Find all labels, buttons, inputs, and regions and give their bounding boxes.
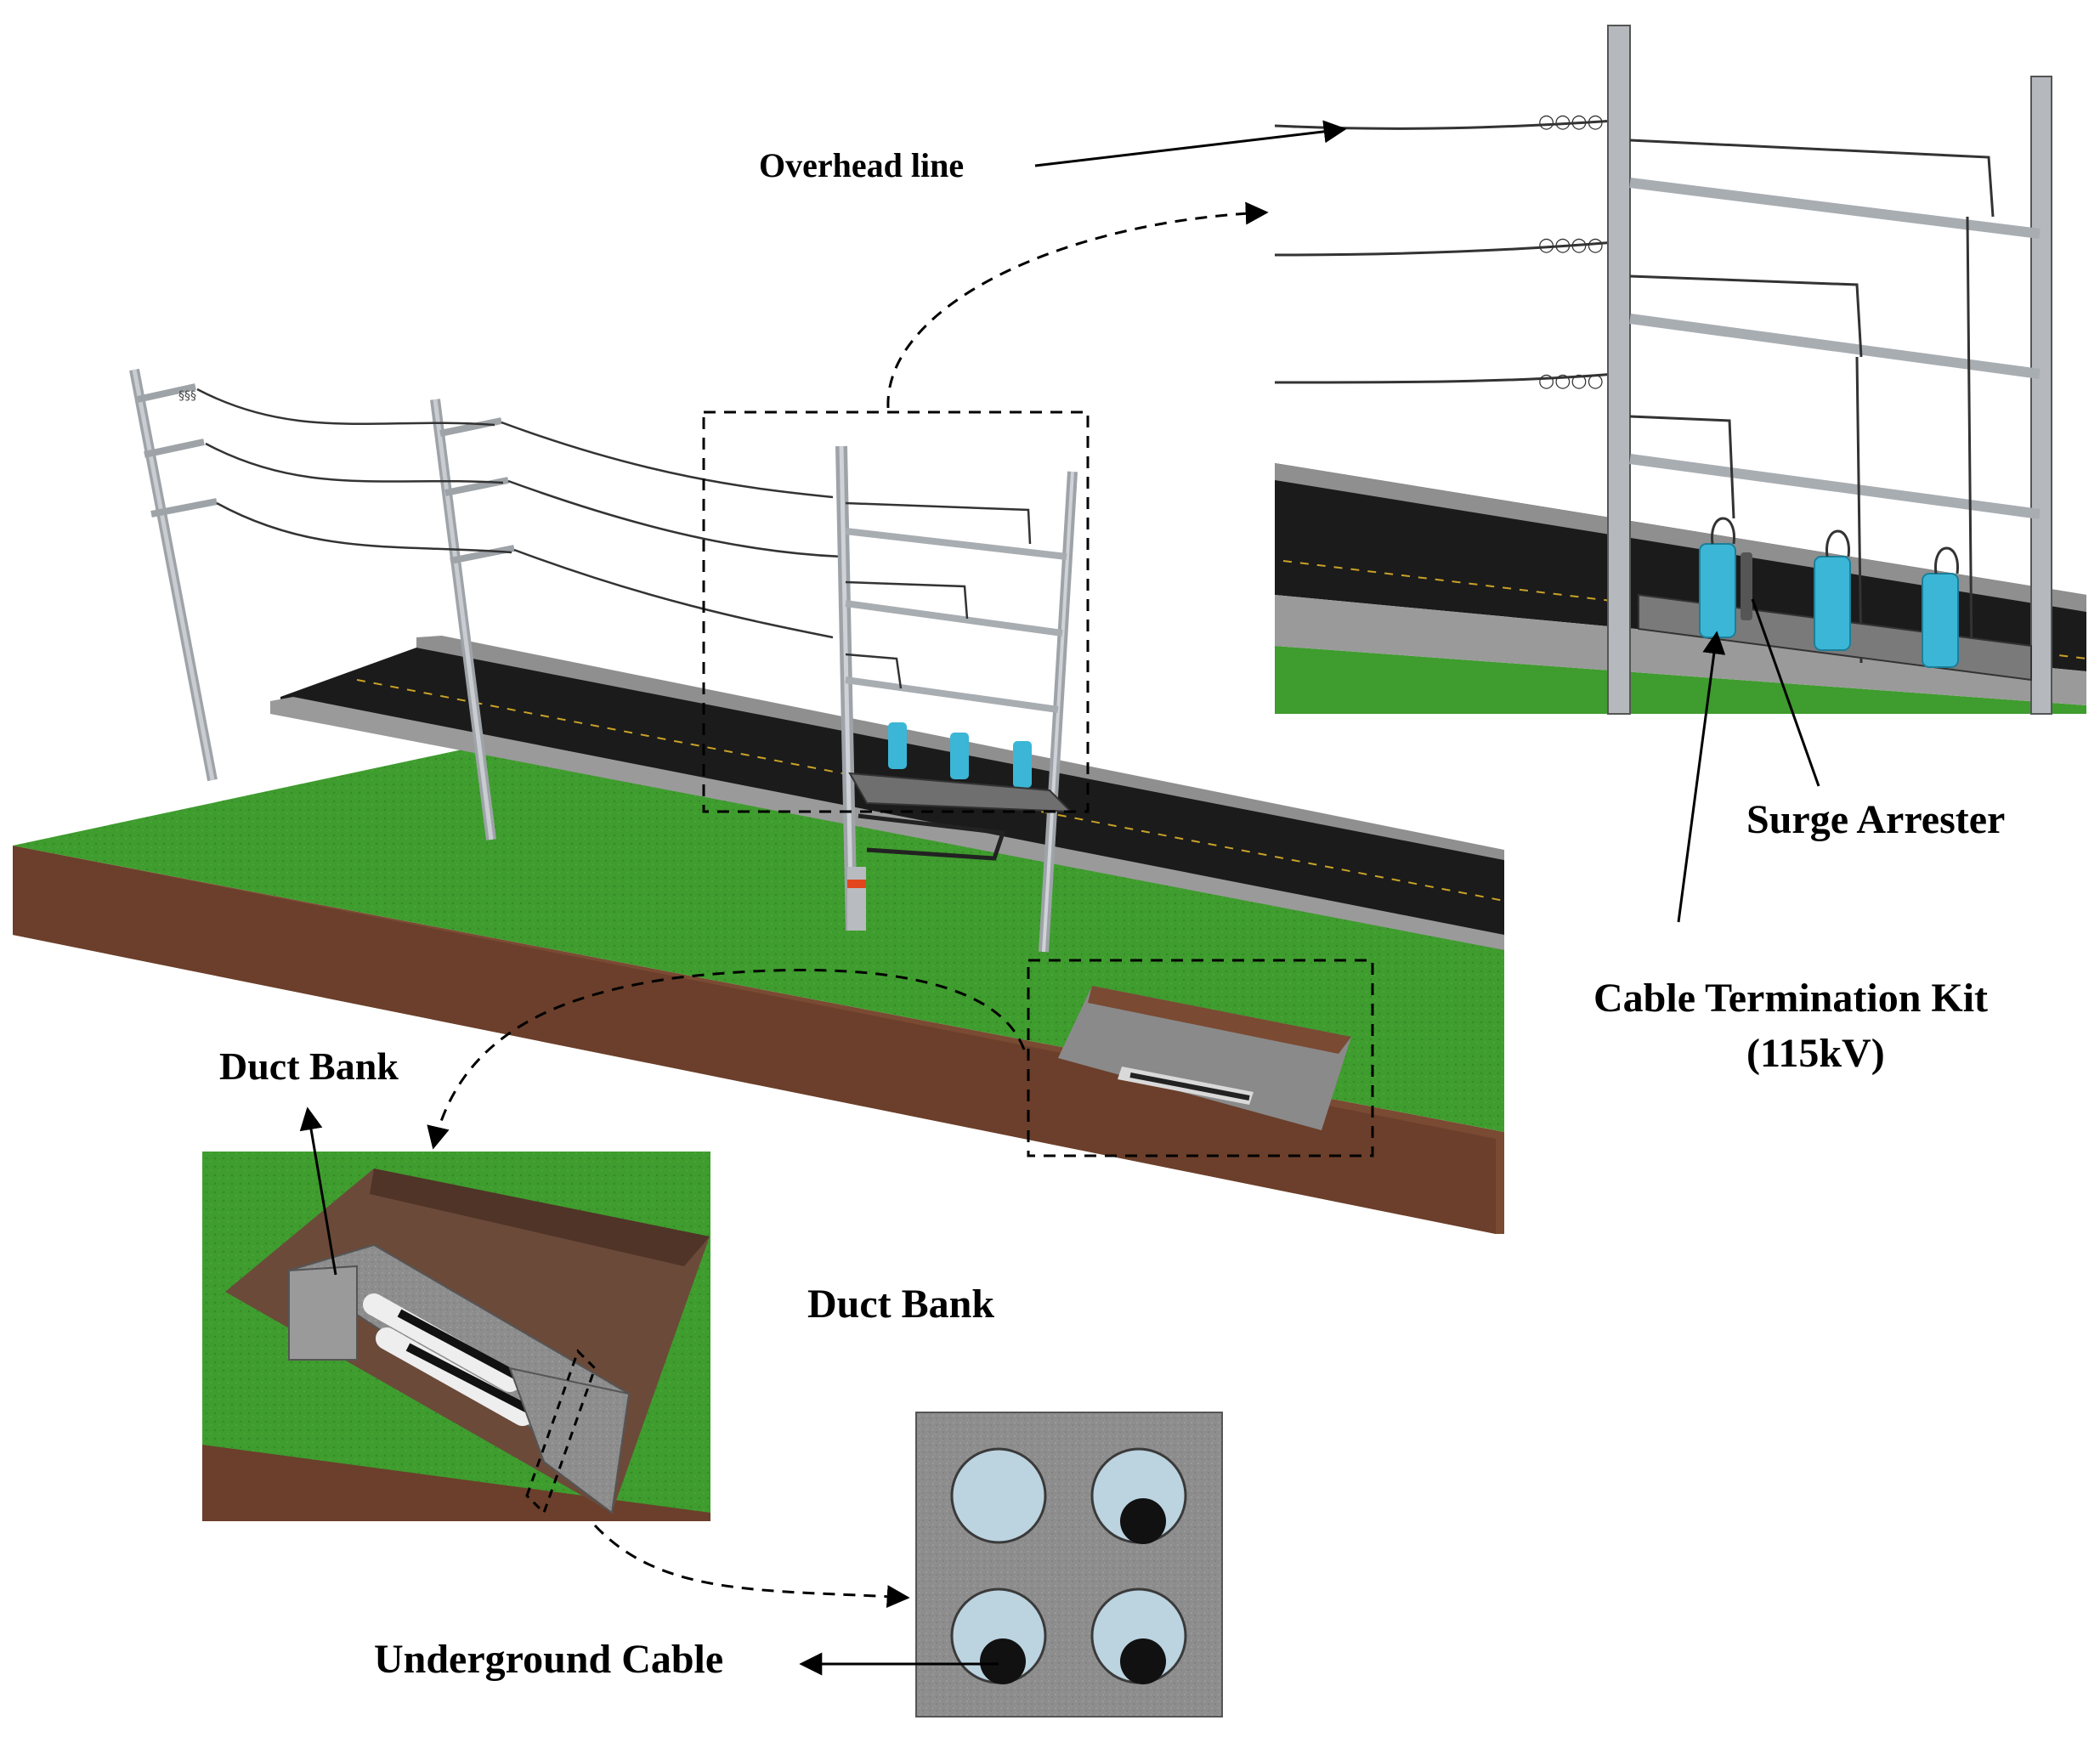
main-duct-bank-pit — [1058, 986, 1351, 1130]
label-cable-termination-rating: (115kV) — [1746, 1031, 1885, 1076]
utility-pole-1: §§§ — [129, 368, 218, 782]
zoom-box-duct-bank — [1027, 959, 1374, 1157]
label-duct-bank-lower: Duct Bank — [807, 1282, 994, 1327]
label-overhead-line: Overhead line — [759, 146, 964, 184]
road-curb-front — [270, 697, 1504, 950]
label-surge-arrester: Surge Arrester — [1746, 797, 2005, 842]
zoom-box-transition — [702, 410, 1090, 813]
label-underground-cable: Underground Cable — [374, 1637, 723, 1682]
duct-conduit-icon — [363, 1293, 534, 1426]
svg-text:§§§: §§§ — [178, 389, 196, 403]
svg-text:○○○○: ○○○○ — [1538, 111, 1604, 133]
duct-empty — [950, 1447, 1047, 1544]
duct-bank-inset — [202, 1152, 710, 1521]
duct-bank-cross-section — [915, 1412, 1223, 1718]
main-scene: §§§ — [13, 368, 1505, 1234]
svg-text:○○○○: ○○○○ — [1538, 235, 1604, 256]
inset-arresters — [1699, 517, 1959, 668]
svg-text:○○○○: ○○○○ — [1538, 371, 1604, 392]
utility-pole-2 — [430, 399, 515, 840]
label-duct-bank-upper: Duct Bank — [219, 1044, 399, 1088]
callouts — [299, 120, 1820, 1676]
surge-arrester-icon — [888, 722, 1032, 788]
transition-structure-main — [835, 445, 1078, 953]
transition-zoom-inset: ○○○○ ○○○○ ○○○○ — [1274, 13, 2087, 715]
utility-pole-icon — [1607, 25, 1631, 715]
main-overhead-conductors — [196, 388, 842, 639]
ground-soil-front — [13, 846, 1496, 1234]
label-cable-termination-kit: Cable Termination Kit — [1593, 976, 1988, 1021]
